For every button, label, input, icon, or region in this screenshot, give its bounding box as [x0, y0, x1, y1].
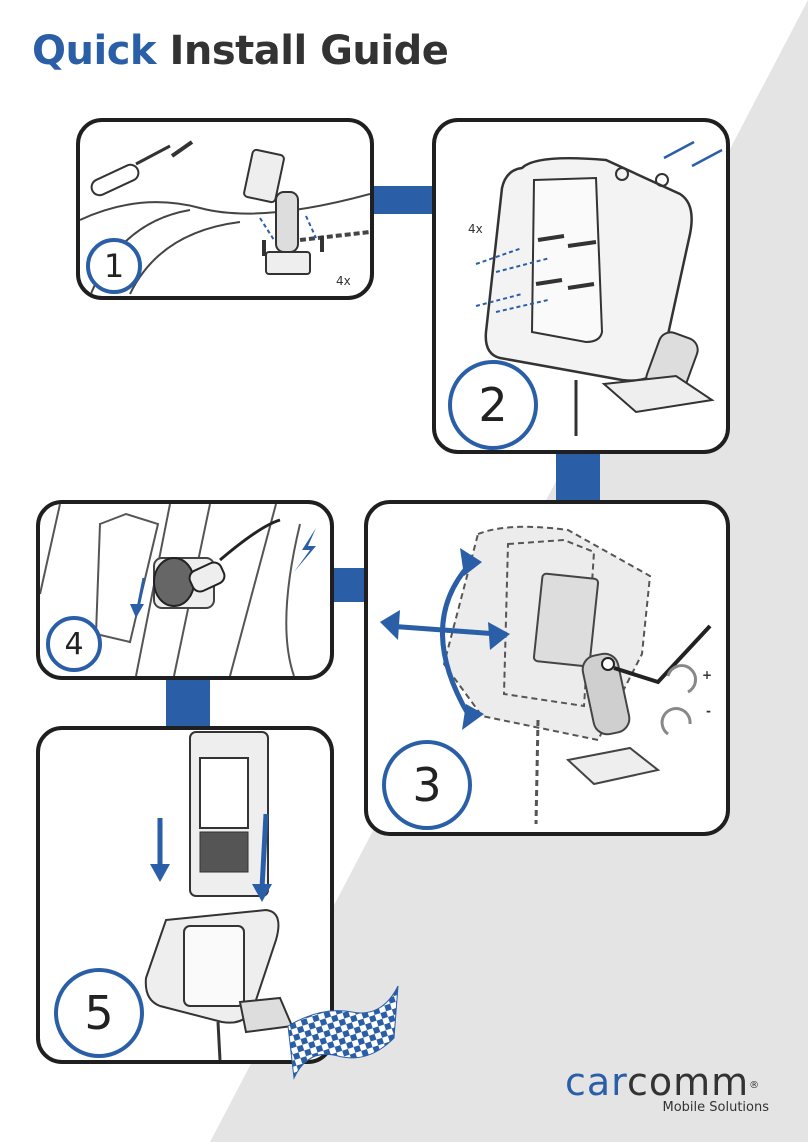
rotate-arrows — [387, 562, 499, 716]
step-2-panel: 4x 2 — [432, 118, 730, 454]
cradle-icon — [144, 908, 280, 1024]
step-2-illustration — [475, 140, 723, 436]
step-1-quantity: 4x — [336, 274, 351, 288]
step-3-panel: + - 3 — [364, 500, 730, 836]
screw-icon — [170, 140, 194, 158]
insert-arrows — [475, 247, 551, 313]
step-4-illustration — [40, 504, 316, 676]
step-1-panel: 4x 1 — [76, 118, 374, 300]
ball-mount-icon — [601, 331, 715, 414]
step-4-number: 4 — [46, 616, 102, 672]
mount-plate-icon — [532, 572, 600, 668]
plug-icon — [153, 557, 226, 607]
step-5-panel: 5 — [36, 726, 334, 1064]
step-5-number: 5 — [54, 968, 144, 1058]
step-4-panel: 4 — [36, 500, 334, 680]
brand-logo: carcomm® Mobile Solutions — [565, 1062, 775, 1115]
connector-1-2 — [372, 186, 434, 214]
screwdriver-icon — [90, 144, 171, 197]
step-3-plus: + — [702, 668, 713, 682]
screws-icon — [535, 234, 597, 290]
tighten-icon — [660, 664, 698, 736]
step-2-number: 2 — [448, 360, 538, 450]
connector-3-4 — [330, 568, 366, 602]
mount-icon — [243, 148, 311, 275]
brand-wordmark: carcomm® — [565, 1060, 761, 1104]
page-title: Quick Install Guide — [32, 28, 449, 74]
step-3-illustration — [380, 525, 712, 825]
nuts-icon — [615, 167, 669, 187]
scanner-device-icon — [189, 731, 269, 897]
nut-arrows — [663, 140, 723, 168]
step-3-number: 3 — [382, 740, 472, 830]
step-5-illustration — [144, 731, 294, 1060]
step-2-quantity: 4x — [468, 222, 483, 236]
checkered-flag-icon — [287, 985, 399, 1080]
insert-arrows — [150, 813, 272, 902]
step-1-number: 1 — [86, 238, 142, 294]
step-1-illustration — [80, 140, 370, 296]
title-highlight: Quick — [32, 28, 157, 74]
arrow-down-icon — [130, 577, 146, 618]
step-3-minus: - — [706, 704, 711, 718]
hex-key-icon — [613, 624, 712, 685]
connector-4-5 — [166, 678, 210, 728]
connector-2-3 — [556, 452, 600, 502]
lightning-icon — [294, 528, 316, 572]
brand-tagline: Mobile Solutions — [662, 1100, 769, 1115]
title-rest: Install Guide — [169, 28, 449, 74]
